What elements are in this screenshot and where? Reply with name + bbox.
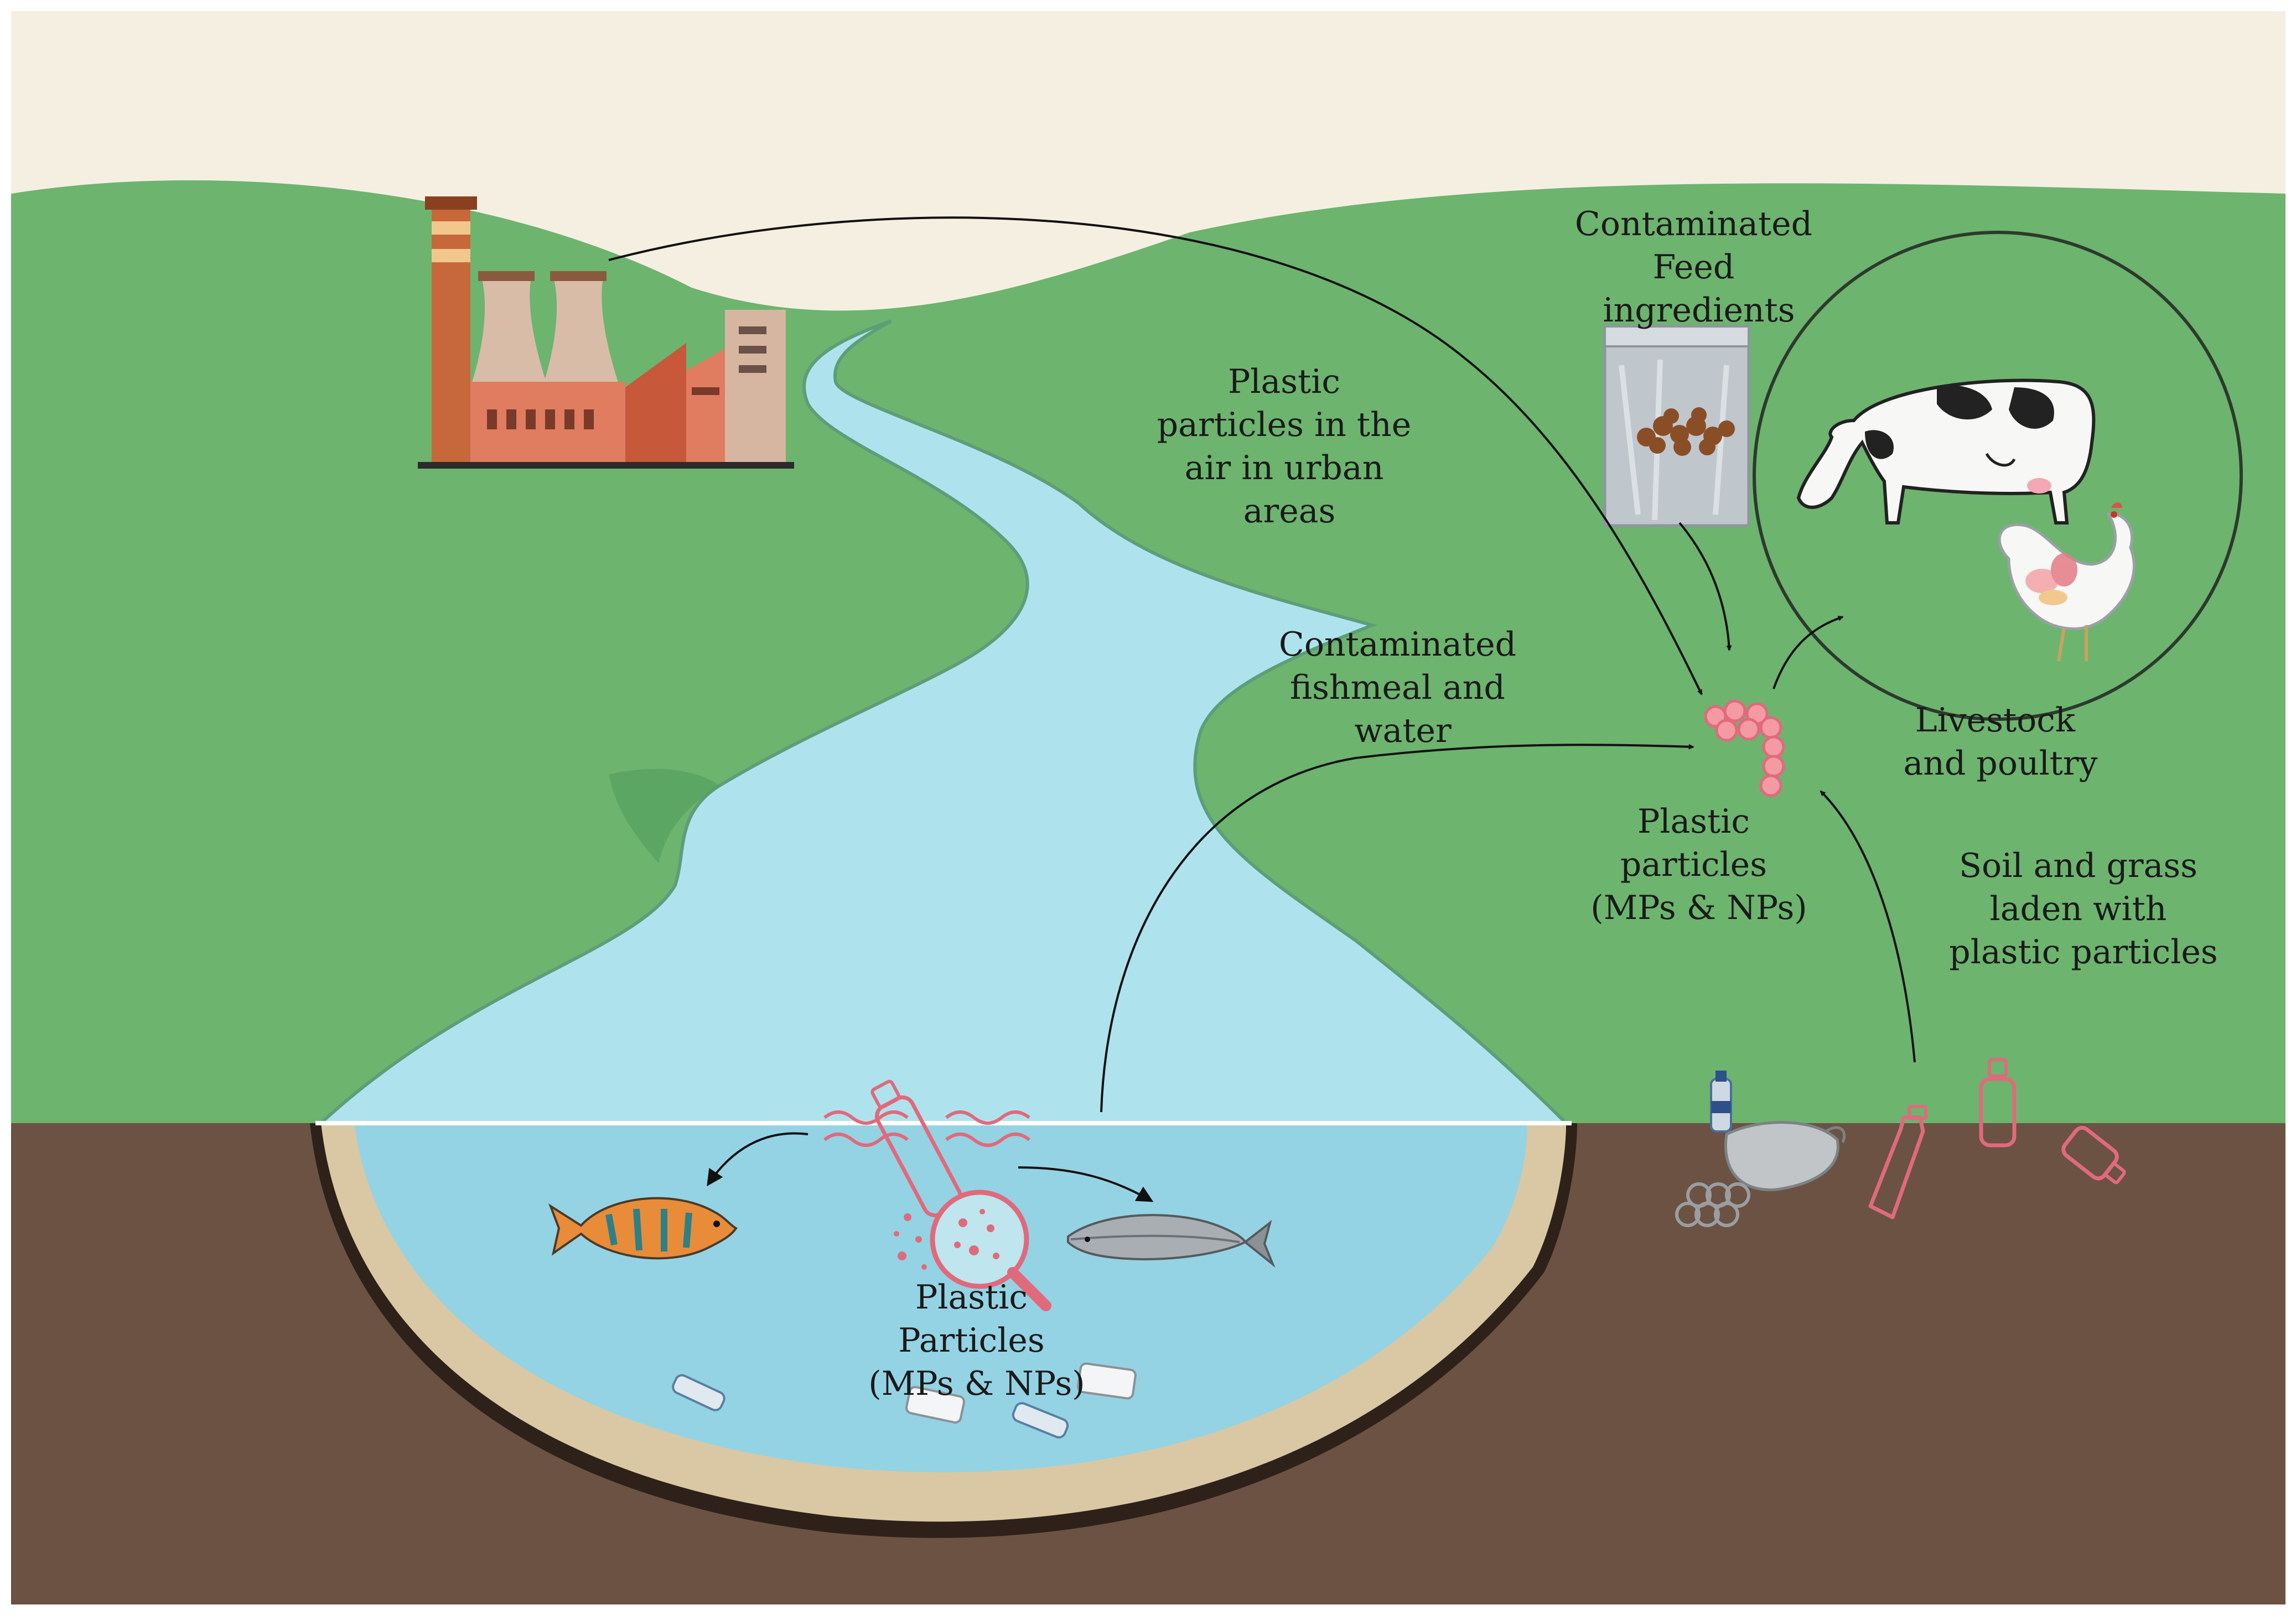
arrow-plastic-to-left-fish	[707, 1132, 808, 1187]
magnifier-icon	[930, 1190, 1051, 1311]
arrow-plastic-to-salmon	[1018, 1166, 1154, 1202]
chicken-icon	[1998, 502, 2136, 662]
plastic-bottle-icon	[1979, 1058, 2017, 1147]
arrow-air-to-particles	[608, 216, 1703, 695]
plastic-bottle-icon	[1710, 1071, 1732, 1133]
label-soil-grass: Soil and grass laden with plastic partic…	[1949, 847, 2217, 972]
submerged-bottles-icon	[672, 1362, 1137, 1439]
livestock-circle	[1753, 231, 2243, 721]
six-pack-rings-icon	[1675, 1182, 1750, 1227]
microplastic-cluster-icon	[1704, 699, 1785, 797]
arrow-fishmeal-to-particles	[1100, 744, 1694, 1113]
water-waves-icon	[823, 1110, 1030, 1147]
fish-icon	[548, 1197, 738, 1260]
arrow-particles-to-livestock	[1772, 615, 1844, 689]
plastic-bottle-icon	[1868, 1105, 1927, 1219]
cow-icon	[1796, 378, 2096, 525]
feed-bag-icon	[1603, 325, 1750, 527]
label-plastic-particles-land: Plastic particles (MPs & NPs)	[1590, 802, 1807, 927]
plastic-bottle-icon	[2061, 1125, 2126, 1185]
arrow-feed-to-particles	[1678, 522, 1732, 651]
salmon-icon	[1067, 1214, 1276, 1268]
label-plastic-particles-water: Plastic Particles (MPs & NPs)	[868, 1278, 1085, 1403]
face-mask-icon	[1724, 1121, 1846, 1191]
label-contaminated-fishmeal: Contaminated fishmeal and water	[1279, 625, 1527, 750]
label-contaminated-feed: Contaminated Feed ingredients	[1575, 205, 1823, 330]
river-bank-shade	[609, 768, 719, 863]
microplastic-dots-icon	[894, 1213, 927, 1270]
factory-icon	[418, 196, 794, 469]
label-air-particles: Plastic particles in the air in urban ar…	[1157, 362, 1422, 531]
arrow-soil-to-particles	[1820, 790, 1916, 1063]
label-livestock-poultry: Livestock and poultry	[1904, 701, 2098, 783]
